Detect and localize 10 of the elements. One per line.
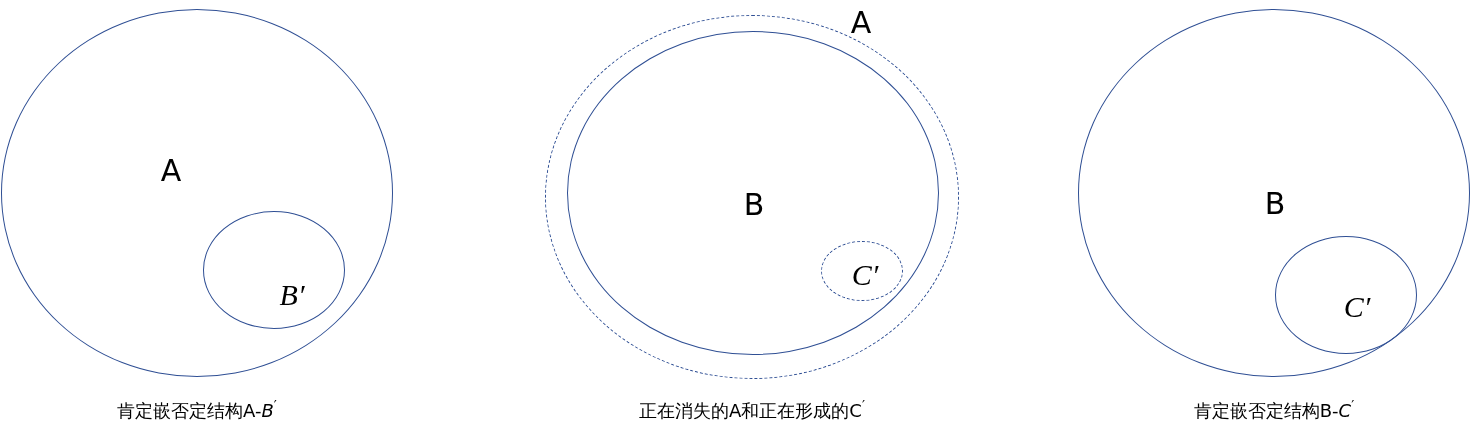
caption: 肯定嵌否定结构A-B$^{′}$ (117, 396, 277, 423)
ellipse-label: C′ (851, 260, 879, 290)
ellipse-label: A (850, 8, 872, 38)
caption: 肯定嵌否定结构B-C$^{′}$ (1193, 396, 1355, 423)
ellipse-label: B′ (279, 280, 305, 310)
ellipse-label: A (160, 156, 182, 186)
caption: 正在消失的A和正在形成的C$^{′}$ (639, 396, 865, 423)
ellipse-label: B (743, 190, 765, 220)
ellipse-label: C′ (1343, 292, 1371, 322)
ellipse-label: B (1264, 189, 1286, 219)
